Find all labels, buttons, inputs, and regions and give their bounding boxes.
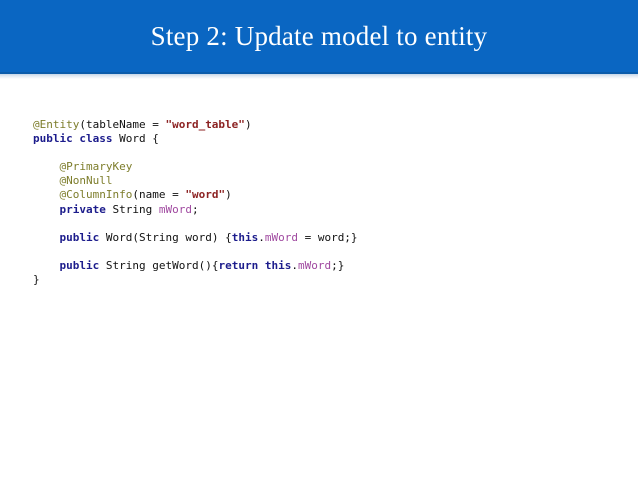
code-token-plain (33, 203, 60, 216)
code-token-kw: return this (218, 258, 292, 272)
code-token-str: "word" (185, 188, 226, 202)
code-token-plain (33, 188, 60, 201)
code-token-kw: public (59, 230, 100, 244)
code-token-ann: @ColumnInfo (59, 188, 133, 202)
code-token-ann: @PrimaryKey (59, 160, 133, 174)
code-token-kw: public class (33, 132, 113, 146)
code-token-plain: String getWord(){ (99, 258, 219, 272)
code-token-kw: this (231, 230, 259, 244)
code-line: @PrimaryKey (33, 160, 603, 174)
code-token-plain: Word { (112, 132, 159, 146)
slide-header: Step 2: Update model to entity (0, 0, 638, 72)
code-token-plain: } (33, 273, 40, 287)
code-token-plain: ) (244, 118, 252, 131)
code-token-plain: Word(String word) { (99, 230, 232, 244)
code-token-plain: ; (191, 202, 199, 216)
code-line (33, 146, 603, 160)
code-line: @ColumnInfo(name = "word") (33, 188, 603, 202)
code-line (33, 217, 603, 231)
code-line (33, 245, 603, 259)
code-token-str: "word_table" (165, 118, 245, 131)
code-token-plain: String (105, 202, 159, 216)
code-line: private String mWord; (33, 203, 603, 217)
code-line: @NonNull (33, 174, 603, 188)
code-line: } (33, 273, 603, 287)
code-token-kw: public (59, 258, 100, 272)
code-token-ann: @NonNull (59, 174, 113, 188)
code-token-field: mWord (158, 202, 192, 216)
code-token-plain (33, 174, 60, 187)
code-token-plain: = word;} (297, 230, 358, 244)
header-drop-shadow (0, 74, 638, 79)
code-line: public Word(String word) {this.mWord = w… (33, 231, 603, 245)
code-token-plain: ) (225, 188, 232, 202)
code-token-field: mWord (297, 258, 332, 272)
code-token-plain (33, 160, 60, 173)
code-token-plain: (tableName = (79, 118, 166, 131)
code-line: @Entity(tableName = "word_table") (33, 118, 603, 132)
code-token-plain: ;} (331, 258, 345, 272)
code-token-field: mWord (264, 230, 298, 244)
code-token-plain (33, 259, 60, 272)
code-line: public String getWord(){return this.mWor… (33, 259, 603, 273)
code-token-plain (33, 231, 60, 244)
header-divider-line (0, 72, 638, 74)
code-token-plain: . (291, 258, 298, 272)
code-token-kw: private (59, 202, 106, 216)
code-block: @Entity(tableName = "word_table")public … (33, 118, 603, 287)
code-token-plain: . (258, 230, 265, 244)
code-line: public class Word { (33, 132, 603, 146)
code-token-plain: (name = (132, 188, 186, 202)
page-title: Step 2: Update model to entity (150, 21, 488, 51)
code-token-ann: @Entity (33, 118, 80, 131)
